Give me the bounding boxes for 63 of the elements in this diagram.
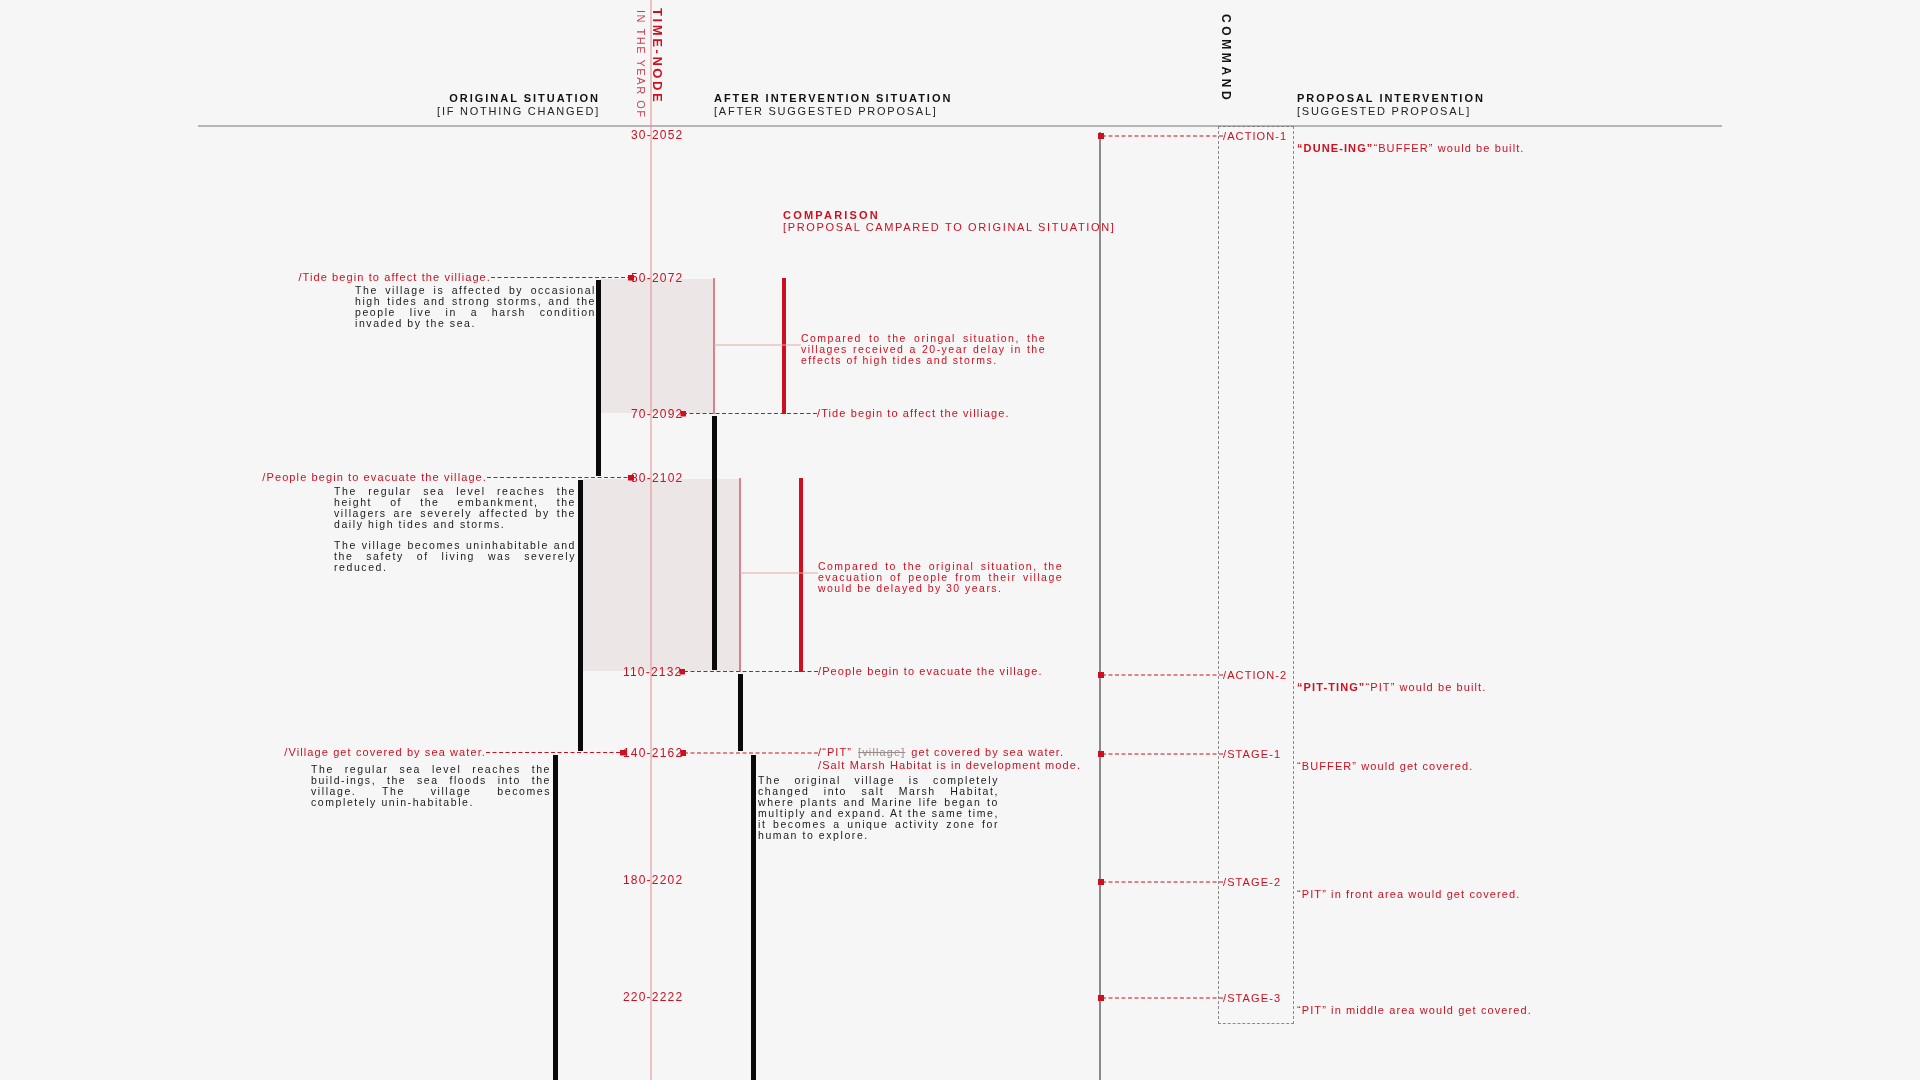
- column-heading: COMMAND: [1219, 14, 1232, 104]
- event-label: /People begin to evacuate the village.: [262, 471, 487, 484]
- time-node-label: 220-2222: [623, 990, 684, 1004]
- description-text: The original village is completely changed into salt Marsh Habitat, where plants and Marine life began to multiply and expand. At the same time, it becomes a unique activity zone for human to explore.: [758, 775, 999, 841]
- event-label: /Village get covered by sea water.: [284, 746, 486, 759]
- time-node-label: 180-2202: [623, 873, 684, 887]
- description-text: The regular sea level reaches the height of the embankment, the villagers are severely affected by the daily high tides and storms.: [334, 486, 576, 530]
- event-label: /“PIT” [village] get covered by sea water. /Salt Marsh Habitat is in development mode.: [818, 746, 1082, 772]
- description-text: The village becomes uninhabitable and the safety of living was severely reduced.: [334, 540, 576, 573]
- command-line: [1099, 132, 1101, 1080]
- leader-line: [713, 344, 802, 346]
- action-note: “DUNE-ING”“BUFFER” would be built.: [1297, 141, 1525, 156]
- dashed-leader-line: [1098, 672, 1224, 678]
- column-heading: PROPOSAL INTERVENTION: [1297, 92, 1485, 105]
- dashed-leader-line: [1098, 879, 1224, 885]
- comparison-text: Compared to the oringal situation, the villages received a 20-year delay in the effects of high tides and storms.: [801, 333, 1046, 366]
- action-note: “PIT” in front area would get covered.: [1297, 887, 1521, 902]
- command-label: /ACTION-2: [1223, 668, 1288, 682]
- time-node-label: 140-2162: [623, 746, 684, 760]
- time-node-label: 30-2052: [631, 128, 684, 142]
- dashed-leader-line: [1098, 751, 1224, 757]
- command-label: /ACTION-1: [1223, 129, 1288, 143]
- description-text: The regular sea level reaches the build-ings, the sea floods into the village. The village becomes completely unin-habitable.: [311, 764, 551, 808]
- dashed-leader-line: [680, 750, 819, 756]
- dashed-leader-line: [485, 749, 626, 756]
- timeline-bar: [751, 755, 756, 1080]
- action-note: “PIT-TING”“PIT” would be built.: [1297, 680, 1487, 695]
- column-subheading: [AFTER SUGGESTED PROPOSAL]: [714, 105, 938, 118]
- dashed-frame: [1218, 126, 1294, 1024]
- timeline-bar: [553, 755, 558, 1080]
- column-subheading: [IF NOTHING CHANGED]: [437, 105, 600, 118]
- action-note: “PIT” in middle area would get covered.: [1297, 1003, 1532, 1018]
- column-heading: ORIGINAL SITUATION: [449, 92, 600, 105]
- time-node-label: 70-2092: [631, 407, 684, 421]
- event-label: /People begin to evacuate the village.: [818, 665, 1043, 678]
- comparison-text: Compared to the original situation, the evacuation of people from their village would be delayed by 30 years.: [818, 561, 1063, 594]
- time-node-label: 110-2132: [623, 665, 683, 679]
- axis-subtitle: IN THE YEAR OF: [634, 10, 647, 119]
- timeline-bar: [578, 480, 583, 751]
- command-label: /STAGE-2: [1223, 875, 1282, 889]
- dashed-leader-line: [1098, 995, 1224, 1001]
- action-note: “BUFFER” would get covered.: [1297, 759, 1474, 774]
- timeline-bar: [712, 416, 717, 670]
- timeline-bar: [738, 674, 743, 751]
- dashed-leader-line: [490, 274, 634, 281]
- time-node-label: 80-2102: [631, 471, 684, 485]
- description-text: The village is affected by occasional high tides and strong storms, and the people live in a harsh condition invaded by the sea.: [355, 285, 596, 329]
- section-heading: COMPARISON: [783, 209, 880, 222]
- event-label: /Tide begin to affect the villiage.: [817, 407, 1010, 420]
- dashed-leader-line: [680, 410, 818, 417]
- column-heading: AFTER INTERVENTION SITUATION: [714, 92, 953, 105]
- command-label: /STAGE-1: [1223, 747, 1282, 761]
- section-subheading: [PROPOSAL CAMPARED TO ORIGINAL SITUATION]: [783, 221, 1116, 234]
- time-node-label: 50-2072: [631, 271, 684, 285]
- axis-title: TIME-NODE: [651, 8, 664, 105]
- timeline-bar: [596, 280, 601, 476]
- command-label: /STAGE-3: [1223, 991, 1282, 1005]
- column-subheading: [SUGGESTED PROPOSAL]: [1297, 105, 1471, 118]
- dashed-leader-line: [1098, 133, 1224, 139]
- dashed-leader-line: [486, 474, 634, 481]
- dashed-leader-line: [679, 668, 819, 675]
- event-label: /Tide begin to affect the villiage.: [298, 271, 491, 284]
- leader-line: [739, 572, 819, 574]
